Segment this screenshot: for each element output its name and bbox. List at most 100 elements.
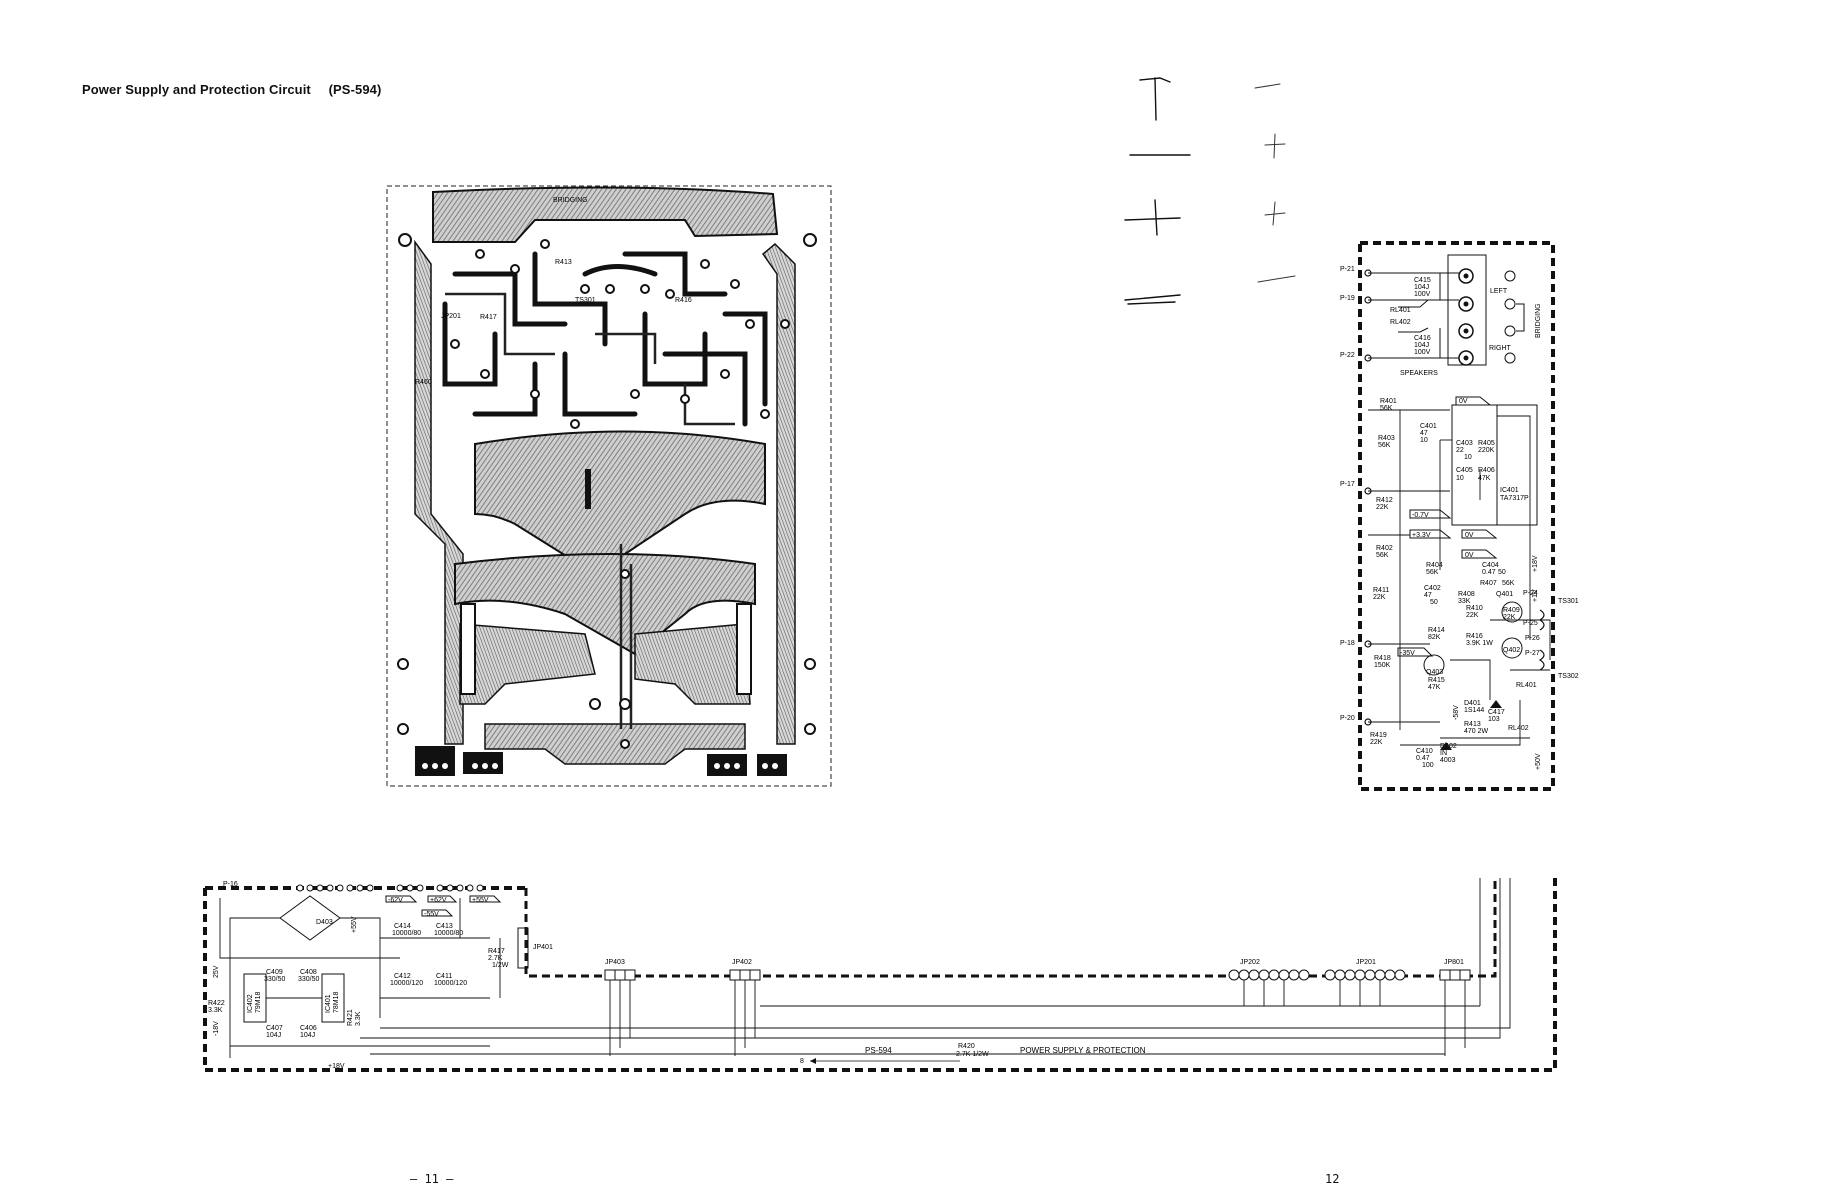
flag-0v-a: 0V (1459, 398, 1468, 405)
flag-0v-c: 0V (1465, 552, 1474, 559)
r417-name: R417 (488, 948, 505, 955)
pcb-label-r416: R416 (675, 297, 692, 304)
d403-label: D403 (316, 919, 333, 926)
r418-name: R418 (1374, 655, 1391, 662)
terminal-ts301: TS301 (1558, 598, 1579, 605)
r412-value: 22K (1376, 504, 1389, 511)
title-model: (PS-594) (328, 82, 382, 97)
r420-name: R420 (958, 1043, 975, 1050)
input-p19: P-19 (1340, 295, 1355, 302)
r419-name: R419 (1370, 732, 1387, 739)
rl401-coil: RL401 (1516, 682, 1537, 689)
r419-value: 22K (1370, 739, 1383, 746)
jp402-label: JP402 (732, 959, 752, 966)
c403-value: 22 (1456, 447, 1464, 454)
input-p20: P-20 (1340, 715, 1355, 722)
rl402-label: RL402 (1390, 319, 1411, 326)
r416-name: R416 (1466, 633, 1483, 640)
r407-name: R407 (1480, 580, 1497, 587)
flag-minus-35v: -35V (1400, 650, 1415, 657)
r414-name: R414 (1428, 627, 1445, 634)
rail-plus-55v-a: +55V (472, 897, 489, 904)
pcb-label-r417: R417 (480, 314, 497, 321)
c413-name: C413 (436, 923, 453, 930)
c409-name: C409 (266, 969, 283, 976)
c412-value: 10000/120 (390, 980, 423, 987)
r411-value: 22K (1373, 594, 1386, 601)
ic402-type: 79M18 (255, 991, 262, 1013)
rail-25v: 25V (213, 965, 220, 978)
terminal-p27: P-27 (1525, 650, 1540, 657)
r417-value: 2.7K (488, 955, 503, 962)
rl401-label: RL401 (1390, 307, 1411, 314)
r422-value: 3.3K (208, 1007, 223, 1014)
r403-name: R403 (1378, 435, 1395, 442)
power-supply-schematic: P-16 D403 -62V +62V -55V +55V +55V +18V … (203, 878, 1557, 1072)
pcb-label-jp201: JP201 (441, 313, 461, 320)
c404-name: C404 (1482, 562, 1499, 569)
terminal-p25: P-25 (1523, 620, 1538, 627)
c411-name: C411 (436, 973, 452, 980)
r415-value: 47K (1428, 684, 1441, 691)
c401-name: C401 (1420, 423, 1437, 430)
r420-value: 2.7K 1/2W (956, 1051, 989, 1058)
r403-value: 56K (1378, 442, 1391, 449)
d402-value1: IN (1440, 750, 1447, 757)
pencil-sketch-marks (1124, 77, 1296, 305)
r422-name: R422 (208, 1000, 225, 1007)
flag-plus-50v: +50V (1535, 753, 1542, 770)
c410-value: 0.47 (1416, 755, 1430, 762)
c409-value: 330/50 (264, 976, 286, 983)
c416-name: C416 (1414, 335, 1431, 342)
d401-name: D401 (1464, 700, 1481, 707)
speaker-left-label: LEFT (1490, 288, 1508, 295)
jp403-label: JP403 (605, 959, 625, 966)
q402-name: Q402 (1503, 647, 1520, 654)
c415-value: 104J (1414, 284, 1429, 291)
rail-minus-62v: -62V (388, 897, 403, 904)
jp202-label: JP202 (1240, 959, 1260, 966)
r404-name: R404 (1426, 562, 1443, 569)
rail-plus-18v: +18V (328, 1063, 345, 1070)
flag-minus-0-7v: -0.7V (1412, 512, 1429, 519)
page-title: Power Supply and Protection Circuit (PS-… (82, 82, 381, 97)
r415-name: R415 (1428, 677, 1445, 684)
input-p21: P-21 (1340, 266, 1355, 273)
r411-name: R411 (1373, 587, 1389, 594)
d402-value2: 4003 (1440, 757, 1456, 764)
c416-value: 104J (1414, 342, 1429, 349)
c402-voltage: 50 (1430, 599, 1438, 606)
terminal-p24: P-24 (1523, 590, 1538, 597)
c404-value: 0.47 (1482, 569, 1496, 576)
ic402-name: IC402 (247, 994, 254, 1013)
ic401-ps-name: IC401 (325, 994, 332, 1013)
pcb-label-bridging: BRIDGING (553, 197, 588, 204)
flag-plus-18v: +18V (1532, 555, 1539, 572)
r406-value: 47K (1478, 475, 1491, 482)
speakers-label: SPEAKERS (1400, 370, 1438, 377)
title-text: Power Supply and Protection Circuit (82, 82, 311, 97)
c402-value: 47 (1424, 592, 1432, 599)
protection-schematic: P-21 P-19 P-22 P-17 P-18 P-20 LEFT RIGHT… (1340, 241, 1579, 791)
c414-name: C414 (394, 923, 411, 930)
terminal-p26: P-26 (1525, 635, 1540, 642)
rail-plus-62v: +62V (430, 897, 447, 904)
flag-0v-b: 0V (1465, 532, 1474, 539)
pcb-foil-pattern: BRIDGING R413 R417 R460 TS301 R416 JP201 (386, 185, 832, 787)
input-p18: P-18 (1340, 640, 1355, 647)
c414-value: 10000/80 (392, 930, 421, 937)
rail-minus-18v: -18V (213, 1021, 220, 1036)
c411-value: 10000/120 (434, 980, 467, 987)
terminal-ts302: TS302 (1558, 673, 1579, 680)
r412-name: R412 (1376, 497, 1393, 504)
r413-name: R413 (1464, 721, 1481, 728)
r418-value: 150K (1374, 662, 1391, 669)
p16-label: P-16 (223, 881, 238, 888)
c406-name: C406 (300, 1025, 317, 1032)
flag-plus-1v: +1V (1532, 589, 1539, 602)
speaker-bridging-label: BRIDGING (1535, 303, 1542, 338)
rail-minus-55v: -55V (424, 911, 439, 918)
c412-name: C412 (394, 973, 411, 980)
c415-name: C415 (1414, 277, 1431, 284)
rl402-coil: RL402 (1508, 725, 1529, 732)
